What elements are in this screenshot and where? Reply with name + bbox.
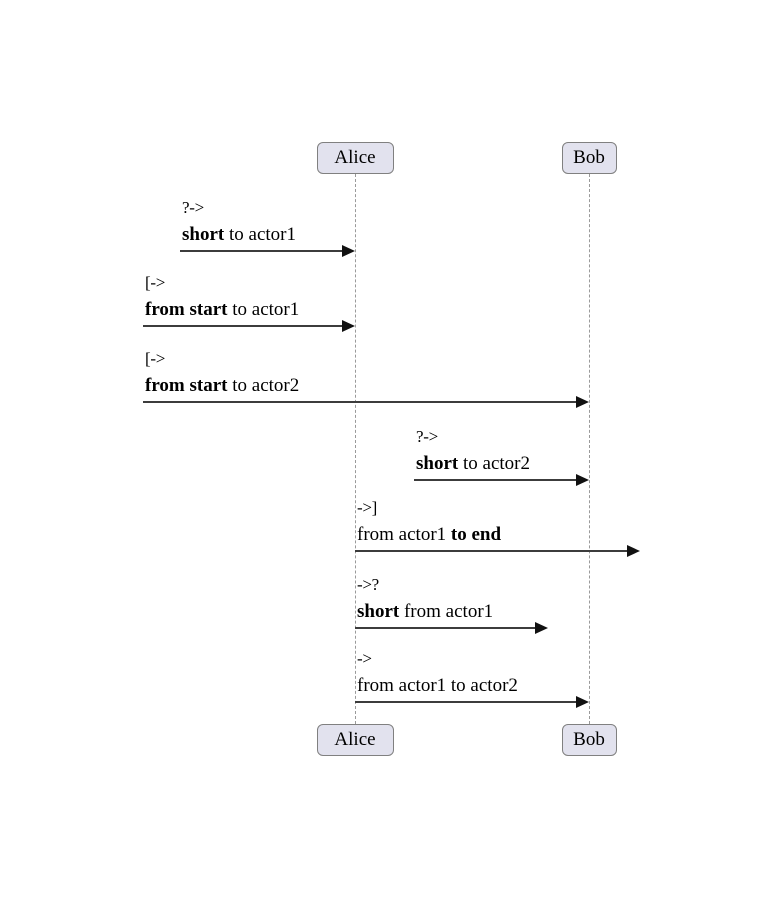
message-arrow-m2[interactable]	[143, 319, 355, 332]
message-arrow-m1[interactable]	[180, 244, 355, 257]
arrowhead-icon	[576, 473, 589, 486]
participant-actor2-bottom[interactable]: Bob	[561, 724, 617, 756]
message-label-m1: short to actor1	[182, 224, 296, 246]
message-operator-m7: ->	[357, 649, 372, 668]
message-label-m7: from actor1 to actor2	[357, 675, 518, 697]
message-line-m5	[355, 550, 629, 552]
label-segment: from actor1 to actor2	[357, 675, 518, 696]
participant-actor1-bottom[interactable]: Alice	[316, 724, 394, 756]
message-line-m1	[180, 250, 344, 252]
message-operator-m6: ->?	[357, 575, 379, 594]
participant-actor2-top[interactable]: Bob	[561, 142, 617, 174]
message-label-m4: short to actor2	[416, 453, 530, 475]
message-operator-m2: [->	[145, 273, 166, 292]
message-line-m3	[143, 401, 578, 403]
label-segment: short	[416, 453, 459, 474]
lifeline-actor2	[589, 174, 590, 724]
message-label-m5: from actor1 to end	[357, 524, 501, 546]
arrowhead-icon	[342, 244, 355, 257]
message-arrow-m4[interactable]	[414, 473, 589, 486]
arrowhead-icon	[535, 621, 548, 634]
arrowhead-icon	[576, 695, 589, 708]
message-arrow-m3[interactable]	[143, 395, 589, 408]
message-operator-m3: [->	[145, 349, 166, 368]
message-line-m7	[355, 701, 578, 703]
lifeline-actor1	[355, 174, 356, 724]
label-segment: to actor1	[224, 224, 296, 245]
message-arrow-m5[interactable]	[355, 544, 640, 557]
label-segment: from actor1	[399, 601, 494, 622]
arrowhead-icon	[342, 319, 355, 332]
participant-actor1-top[interactable]: Alice	[316, 142, 394, 174]
arrowhead-icon	[627, 544, 640, 557]
label-segment: from start	[145, 375, 228, 396]
label-segment: from start	[145, 299, 228, 320]
label-segment: to actor1	[227, 299, 300, 320]
arrowhead-icon	[576, 395, 589, 408]
message-line-m6	[355, 627, 537, 629]
message-line-m2	[143, 325, 344, 327]
message-arrow-m6[interactable]	[355, 621, 548, 634]
label-segment: from actor1	[357, 524, 451, 545]
label-segment: short	[182, 224, 225, 245]
label-segment: short	[357, 601, 400, 622]
message-label-m2: from start to actor1	[145, 299, 299, 321]
message-arrow-m7[interactable]	[355, 695, 589, 708]
label-segment: to actor2	[227, 375, 300, 396]
label-segment: to end	[450, 524, 502, 545]
message-line-m4	[414, 479, 578, 481]
message-operator-m5: ->]	[357, 498, 378, 517]
message-operator-m4: ?->	[416, 427, 438, 446]
message-operator-m1: ?->	[182, 198, 204, 217]
message-label-m6: short from actor1	[357, 601, 493, 623]
label-segment: to actor2	[458, 453, 530, 474]
message-label-m3: from start to actor2	[145, 375, 299, 397]
